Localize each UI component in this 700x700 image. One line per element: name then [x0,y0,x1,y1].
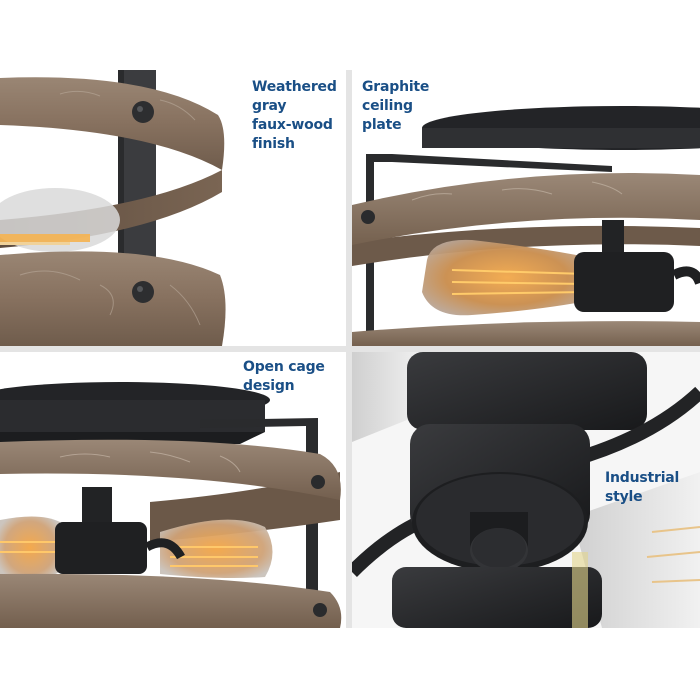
panel-cage-design: Open cage design [0,352,346,628]
panel-ceiling-plate: Graphite ceiling plate [352,70,700,346]
caption-ceiling-plate: Graphite ceiling plate [362,79,430,133]
panel-wood-finish: Weathered gray faux-wood finish [0,70,346,346]
cage-design-illustration [0,382,342,628]
feature-collage: Weathered gray faux-wood finish [0,70,700,628]
panel-industrial-style: Industrial style [352,352,700,628]
wood-finish-illustration [0,70,226,346]
caption-cage-design: Open cage design [243,359,325,394]
industrial-style-illustration [352,352,700,628]
caption-industrial-style: Industrial style [605,470,680,505]
caption-wood-finish: Weathered gray faux-wood finish [252,79,337,152]
horizontal-divider [0,346,700,352]
ceiling-plate-illustration [352,106,700,346]
